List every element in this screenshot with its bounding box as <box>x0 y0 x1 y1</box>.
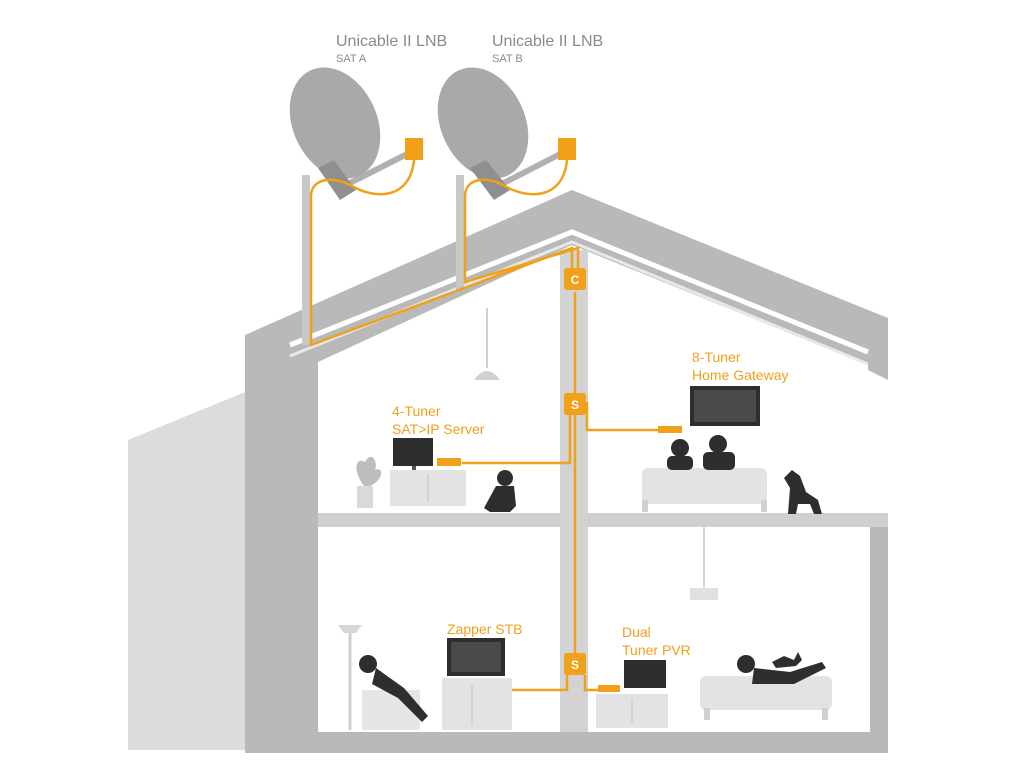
cable-to-zapper <box>505 675 569 692</box>
house-shadow <box>128 390 250 750</box>
cable-to-server <box>462 410 572 465</box>
server-tv <box>393 438 433 470</box>
reclining-person <box>359 655 428 722</box>
cable-sat-a-down <box>309 195 574 347</box>
tv-cabinet-upper <box>390 470 466 506</box>
lnb-a-title: Unicable II LNB <box>336 33 447 50</box>
couple-silhouettes <box>667 435 735 470</box>
gateway-label-line2: Home Gateway <box>692 367 788 383</box>
lnb-a-subtitle: SAT A <box>336 53 367 65</box>
server-label-line2: SAT>IP Server <box>392 421 485 437</box>
splitter-upper-letter: S <box>571 398 579 412</box>
tv-cabinet-pvr <box>596 694 668 728</box>
roof-edge <box>289 229 869 355</box>
sofa-upper <box>642 468 767 512</box>
pvr-label-line1: Dual <box>622 624 651 640</box>
ceiling-lamp-lower <box>690 527 718 600</box>
cable-to-gateway <box>585 402 670 432</box>
dish-b-arm <box>492 147 570 191</box>
dish-b-reflector <box>437 67 529 179</box>
cable-lnb-b-loop <box>463 159 569 196</box>
server-box <box>437 458 461 466</box>
dish-a-reflector <box>289 67 381 179</box>
upper-room-interior <box>318 245 888 513</box>
child-silhouette <box>484 470 516 512</box>
dish-a-arm <box>338 147 417 191</box>
combiner-node-letter: C <box>571 273 580 287</box>
gateway-label-line1: 8-Tuner <box>692 349 741 365</box>
floor-lamp <box>338 625 362 730</box>
satellite-dish-b <box>437 67 576 290</box>
sofa-lower <box>700 676 832 720</box>
pvr-box <box>598 685 620 692</box>
pvr-label-line2: Tuner PVR <box>622 642 691 658</box>
gateway-tv <box>690 386 760 426</box>
zapper-label: Zapper STB <box>447 621 522 637</box>
cable-lnb-a-loop <box>309 159 416 196</box>
combiner-node: C <box>564 268 586 290</box>
splitter-upper-node: S <box>564 393 586 415</box>
upper-floor-slab <box>318 513 888 527</box>
splitter-lower-node: S <box>564 653 586 675</box>
lnb-a-head <box>405 138 423 160</box>
pvr-tv <box>624 660 666 688</box>
lnb-b-title: Unicable II LNB <box>492 33 603 50</box>
server-label-line1: 4-Tuner <box>392 403 441 419</box>
lnb-b-subtitle: SAT B <box>492 53 523 65</box>
coax-cables <box>309 159 670 692</box>
ceiling-lamp-upper <box>474 308 500 380</box>
cat-silhouette <box>772 652 802 668</box>
potted-plant <box>356 456 382 508</box>
zapper-tv <box>447 638 505 676</box>
splitter-lower-letter: S <box>571 658 579 672</box>
cable-sat-b-down <box>463 195 580 284</box>
lnb-b-head <box>558 138 576 160</box>
gateway-box <box>658 426 682 433</box>
tv-cabinet-zapper <box>442 678 512 730</box>
dog-silhouette <box>784 470 822 514</box>
lying-person <box>737 655 826 684</box>
